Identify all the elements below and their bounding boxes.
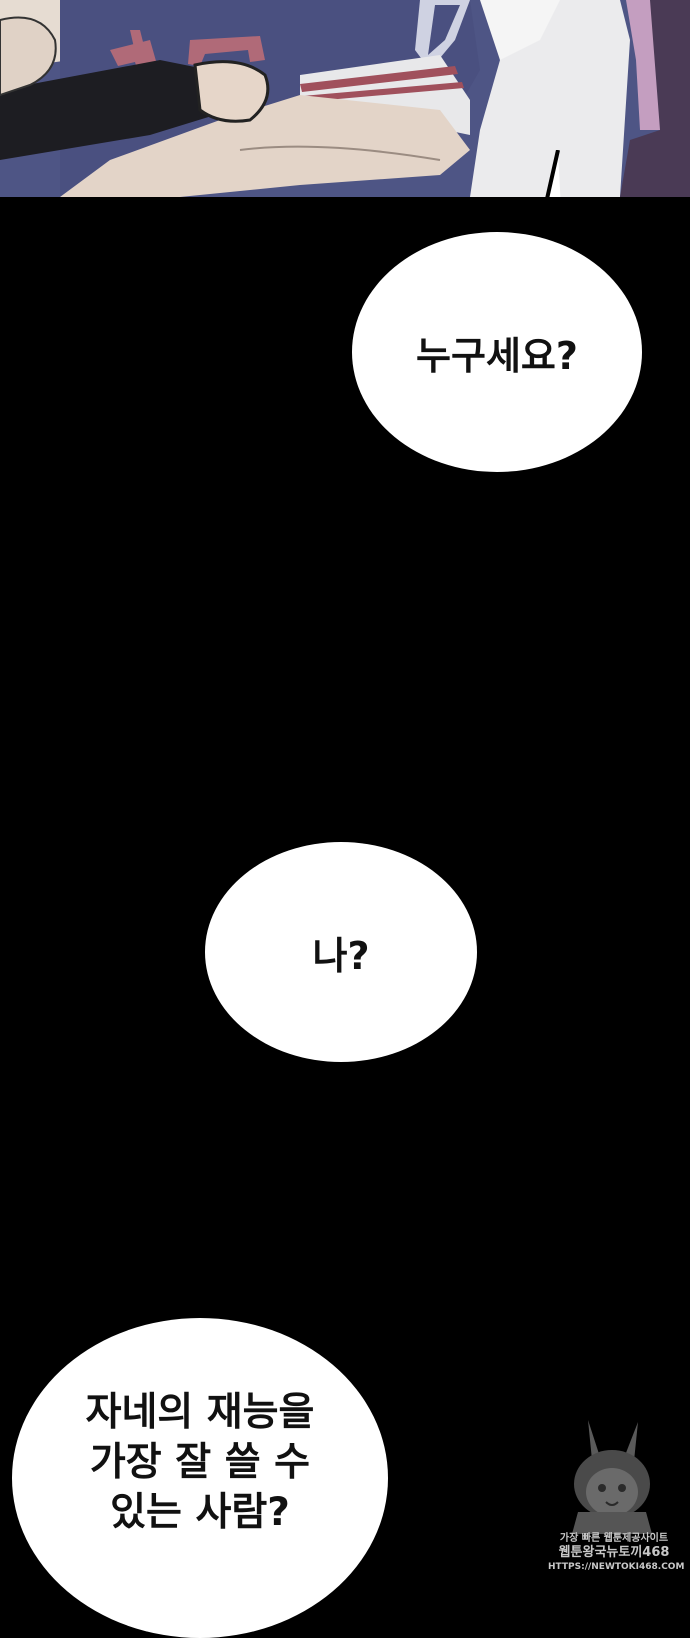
top-comic-panel bbox=[0, 0, 690, 197]
speech-bubble-tail bbox=[545, 150, 561, 197]
characters-illustration bbox=[0, 0, 690, 197]
speech-text: 자네의 재능을 가장 잘 쓸 수 있는 사람? bbox=[85, 1390, 315, 1535]
speech-bubble-me: 나? bbox=[205, 842, 477, 1062]
rabbit-mascot-icon bbox=[572, 1420, 652, 1534]
watermark-text: 가장 빠른 웹툰제공사이트 웹툰왕국뉴토끼468 HTTPS://NEWTOKI… bbox=[548, 1532, 685, 1574]
speech-text: 누구세요? bbox=[416, 333, 578, 378]
watermark-line-1: 가장 빠른 웹툰제공사이트 bbox=[559, 1533, 669, 1544]
watermark-line-2: 웹툰왕국뉴토끼468 bbox=[558, 1545, 670, 1560]
watermark-line-3: HTTPS://NEWTOKI468.COM bbox=[548, 1562, 685, 1572]
speech-text: 나? bbox=[312, 933, 370, 978]
speech-bubble-who-are-you: 누구세요? bbox=[352, 232, 642, 472]
speech-bubble-talent: 자네의 재능을 가장 잘 쓸 수 있는 사람? bbox=[12, 1318, 388, 1638]
site-watermark: 가장 빠른 웹툰제공사이트 웹툰왕국뉴토끼468 HTTPS://NEWTOKI… bbox=[548, 1412, 685, 1592]
